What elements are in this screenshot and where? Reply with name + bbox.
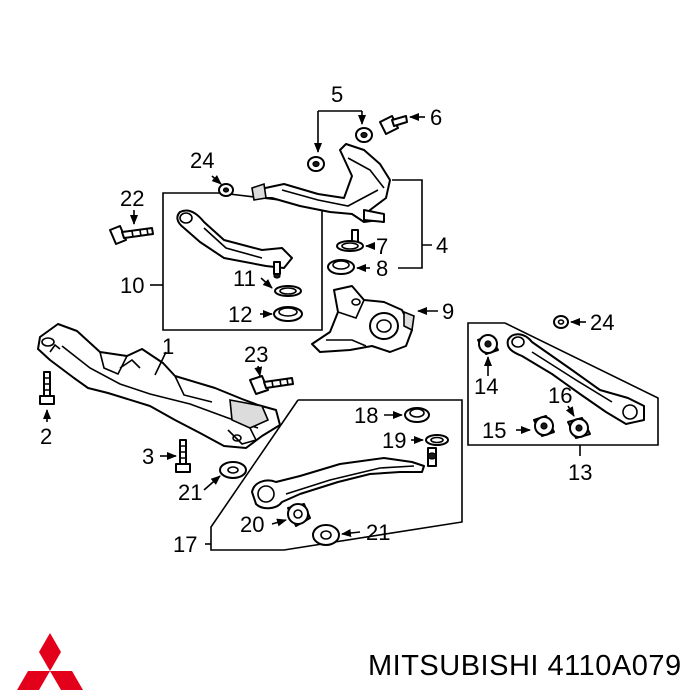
- bushing-part-7: [336, 240, 364, 252]
- callout-17: 17: [173, 532, 197, 557]
- callout-21-upper: 21: [178, 480, 202, 505]
- upper-arm-part-4: [251, 143, 391, 243]
- callout-11: 11: [233, 266, 256, 291]
- callout-14: 14: [474, 374, 498, 399]
- callout-5: 5: [331, 82, 343, 107]
- mitsubishi-logo: [17, 633, 83, 690]
- callout-24-upper: 24: [190, 148, 214, 173]
- callout-18: 18: [354, 403, 378, 428]
- bushing-part-16: [567, 417, 591, 439]
- callout-9: 9: [442, 299, 454, 324]
- bushing-part-20: [287, 503, 311, 527]
- callout-3: 3: [142, 444, 154, 469]
- group-box-13: [467, 322, 659, 446]
- bolt-part-2: [39, 371, 55, 405]
- callout-10: 10: [120, 273, 144, 298]
- bushing-part-14: [477, 334, 499, 355]
- bushing-part-8: [327, 259, 355, 275]
- bolt-part-23: [249, 375, 294, 395]
- callout-13: 13: [568, 460, 592, 485]
- brand-name: MITSUBISHI: [368, 650, 539, 682]
- callout-21-lower: 21: [366, 520, 390, 545]
- leader-lines: [43, 110, 586, 545]
- bolt-part-22: [109, 225, 154, 245]
- crossmember-part-1: [37, 323, 281, 449]
- callout-2: 2: [40, 424, 52, 449]
- callout-20: 20: [240, 512, 264, 537]
- callout-8: 8: [376, 256, 388, 281]
- bushing-part-18: [404, 407, 430, 423]
- callout-labels: 5 6 24 22 10 11 12 4 7 8 9 1 23 2 3 21 1…: [40, 82, 614, 557]
- nut-part-24-right: [553, 315, 569, 329]
- arm-part-10: [176, 209, 293, 279]
- bolt-part-3: [175, 439, 191, 473]
- callout-19: 19: [382, 428, 406, 453]
- part-caption: MITSUBISHI 4110A079: [368, 650, 682, 683]
- callout-7: 7: [376, 234, 388, 259]
- callout-1: 1: [162, 334, 174, 359]
- callout-24-right: 24: [590, 310, 614, 335]
- callout-12: 12: [228, 302, 252, 327]
- group-box-17: [210, 399, 463, 551]
- arm-part-13: [506, 333, 645, 425]
- callout-23: 23: [244, 342, 268, 367]
- callout-22: 22: [120, 186, 144, 211]
- nut-part-24-upper: [218, 183, 234, 197]
- nut-part-5-right: [355, 127, 373, 143]
- bushing-part-12: [273, 306, 303, 322]
- bolt-part-6: [379, 115, 408, 135]
- washer-part-21-upper: [219, 461, 247, 479]
- callout-6: 6: [430, 105, 442, 130]
- bushing-part-19: [425, 434, 449, 446]
- washer-part-21-lower: [312, 524, 340, 546]
- lower-arm-part-17: [251, 447, 437, 510]
- part-number: 4110A079: [547, 650, 682, 682]
- callout-15: 15: [482, 418, 506, 443]
- nut-part-5-left: [307, 156, 325, 172]
- callout-16: 16: [548, 383, 572, 408]
- bushing-part-11: [274, 285, 302, 297]
- callout-4: 4: [436, 233, 448, 258]
- knuckle-part-9: [311, 285, 415, 353]
- bushing-part-15: [533, 415, 555, 437]
